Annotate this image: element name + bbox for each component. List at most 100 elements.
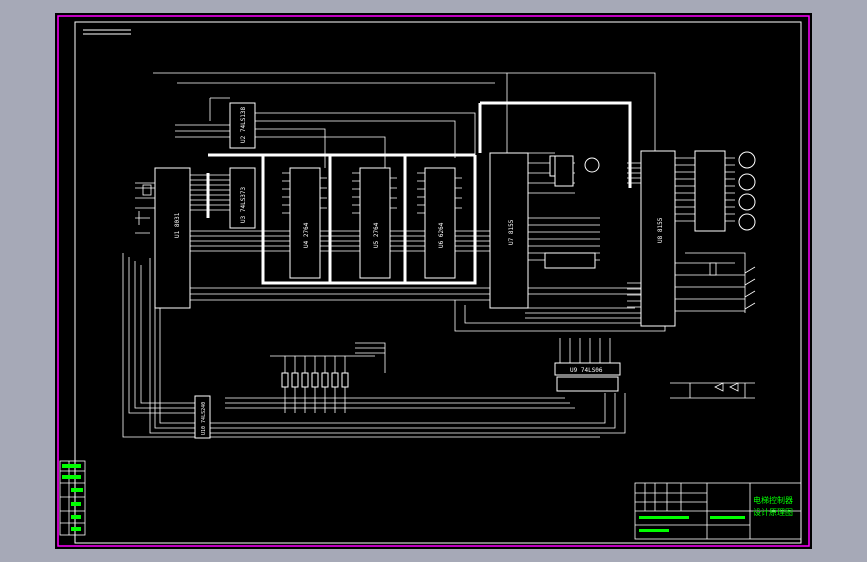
chip-u4-label: U4 2764 (303, 222, 310, 248)
buffer-array (694, 150, 726, 232)
chip-u6-body (424, 167, 456, 279)
wire (225, 397, 575, 409)
table-text-mark (71, 502, 81, 506)
pin-stubs (282, 172, 462, 214)
wire (464, 305, 655, 324)
display-driver (544, 252, 596, 269)
pins-u4 (282, 172, 290, 214)
resistor (281, 372, 289, 388)
wire (134, 261, 195, 409)
chip-u2-label: U2 74LS138 (240, 106, 247, 143)
wire (255, 128, 386, 168)
pins-u6 (417, 172, 425, 214)
wire (149, 258, 626, 434)
chip-labels: U1 8031 U2 74LS138 U3 74LS373 U4 2764 U5… (174, 106, 664, 435)
pins-u5 (352, 172, 360, 214)
chip-u6-label: U6 6264 (438, 222, 445, 248)
chips (154, 102, 726, 439)
drawing-title-line1: 电梯控制器 (753, 495, 793, 505)
wire (670, 382, 755, 399)
chip-u9-label: U9 74LS06 (570, 367, 603, 374)
chip-u9-body (554, 362, 621, 376)
wire (159, 268, 606, 424)
chip-u8-body (640, 150, 676, 327)
diode (714, 382, 739, 392)
pins-u5-right (390, 177, 397, 209)
bus-line (480, 101, 632, 188)
chip-u5-body (359, 167, 391, 279)
inner-frame (74, 21, 802, 544)
resistor (291, 372, 299, 388)
table-text-mark (71, 527, 81, 531)
chip-u4-body (289, 167, 321, 279)
resistor-array (281, 372, 349, 388)
bus-line (405, 155, 477, 285)
resistor (321, 372, 329, 388)
wire (627, 162, 641, 184)
resistor (301, 372, 309, 388)
chip-u9-inverters (556, 376, 619, 392)
wire (685, 252, 746, 313)
drawing-sheet: U1 8031 U2 74LS138 U3 74LS373 U4 2764 U5… (55, 13, 812, 549)
title-block-marks (639, 516, 745, 532)
table-text-mark (71, 488, 83, 492)
led-indicator (738, 173, 756, 191)
table-text-mark (62, 464, 81, 468)
chip-u8-label: U8 8155 (657, 217, 664, 243)
wire (190, 174, 230, 211)
pins-u6-right (455, 177, 462, 209)
wire (175, 124, 230, 138)
chip-u5-label: U5 2764 (373, 222, 380, 248)
wire (355, 342, 386, 373)
switches (709, 262, 756, 392)
led-indicator (738, 213, 756, 231)
wire (122, 253, 600, 438)
chip-u10-body (194, 395, 211, 439)
revision-table-marks (62, 464, 83, 531)
wire (525, 307, 655, 319)
capacitor (135, 211, 150, 234)
bus-line (261, 155, 407, 285)
clock-reset-circuit (135, 184, 152, 234)
push-switch (744, 266, 756, 310)
wire (128, 257, 195, 414)
chip-u10-label: U10 74LS240 (201, 402, 207, 435)
title-block-text-mark (710, 516, 745, 519)
wire (190, 287, 645, 301)
pins-u4-right (320, 177, 327, 209)
schematic-svg: U1 8031 U2 74LS138 U3 74LS373 U4 2764 U5… (57, 15, 810, 547)
title-block-text-mark (639, 529, 669, 532)
led-indicators (584, 151, 756, 231)
chip-u2-body (229, 102, 256, 149)
outer-frame (57, 15, 810, 547)
led-indicator (738, 193, 756, 211)
data-bus (206, 101, 632, 285)
resistor (341, 372, 349, 388)
led-indicator (738, 151, 756, 169)
wire (154, 263, 616, 429)
title-block (634, 482, 802, 540)
wire (528, 217, 600, 261)
wire (255, 112, 476, 158)
title-block-text-mark (639, 516, 689, 519)
chip-u1-body (154, 167, 191, 309)
resistor (311, 372, 319, 388)
resistor (331, 372, 339, 388)
wire (627, 282, 641, 308)
drawing-title-line2: 设计原理图 (753, 507, 793, 517)
wire (559, 338, 611, 363)
table-text-mark (62, 475, 81, 479)
resistor (709, 262, 717, 276)
chip-u1-label: U1 8031 (174, 212, 181, 238)
wire (454, 300, 666, 332)
wire (190, 230, 495, 252)
chip-u7-body (489, 152, 529, 309)
crystal (142, 184, 152, 196)
drawing-title: 电梯控制器 设计原理图 (753, 495, 793, 517)
revision-table-frame (59, 460, 86, 536)
chip-u3-label: U3 74LS373 (240, 186, 247, 223)
wire (140, 265, 195, 404)
chip-u3-body (229, 167, 256, 229)
revision-table (59, 460, 86, 536)
